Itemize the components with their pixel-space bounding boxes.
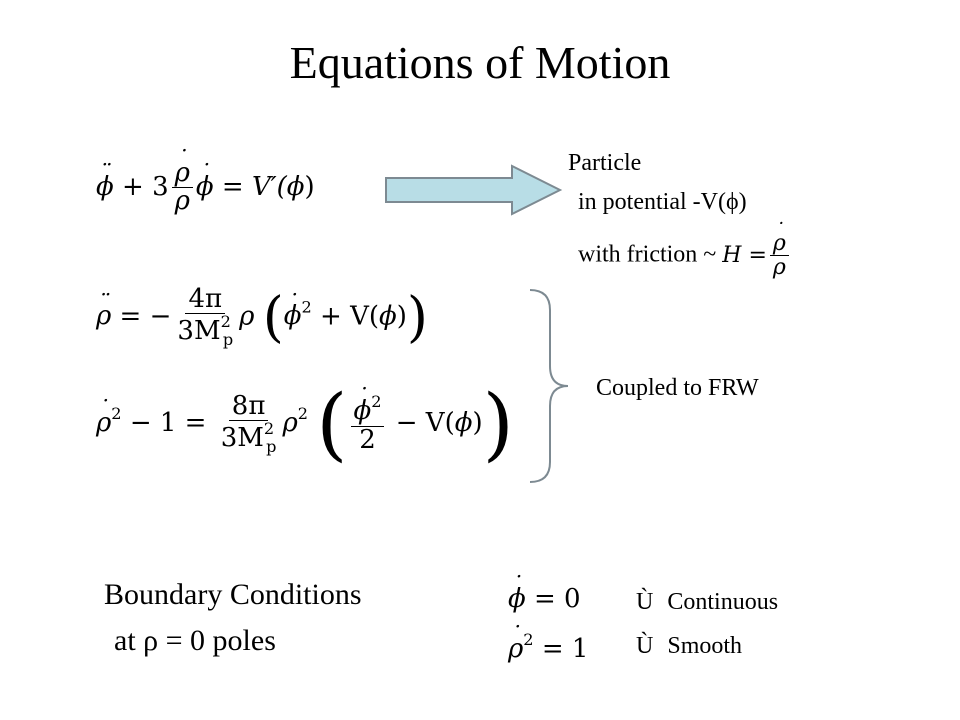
coupled-label: Coupled to FRW — [596, 375, 759, 401]
slide-title: Equations of Motion — [289, 37, 671, 88]
bullet-mark: Ù — [636, 589, 654, 615]
particle-label: Particle — [568, 150, 642, 176]
condition-continuous-eq: ϕ = 0 — [508, 584, 581, 614]
potential-label: in potential -V(ϕ) — [578, 189, 747, 215]
right-brace-icon — [529, 289, 569, 483]
friction-label: with friction ~ H =ρρ — [578, 232, 792, 279]
boundary-location: at ρ = 0 poles — [114, 624, 276, 657]
right-arrow-icon — [385, 164, 563, 216]
boundary-conditions-heading: Boundary Conditions — [104, 578, 362, 611]
condition-smooth-eq: ρ2 = 1 — [508, 630, 588, 664]
bullet-mark: Ù — [636, 633, 654, 659]
equation-scalar-field: ϕ + 3ρρϕ = V′(ϕ) — [96, 159, 315, 216]
